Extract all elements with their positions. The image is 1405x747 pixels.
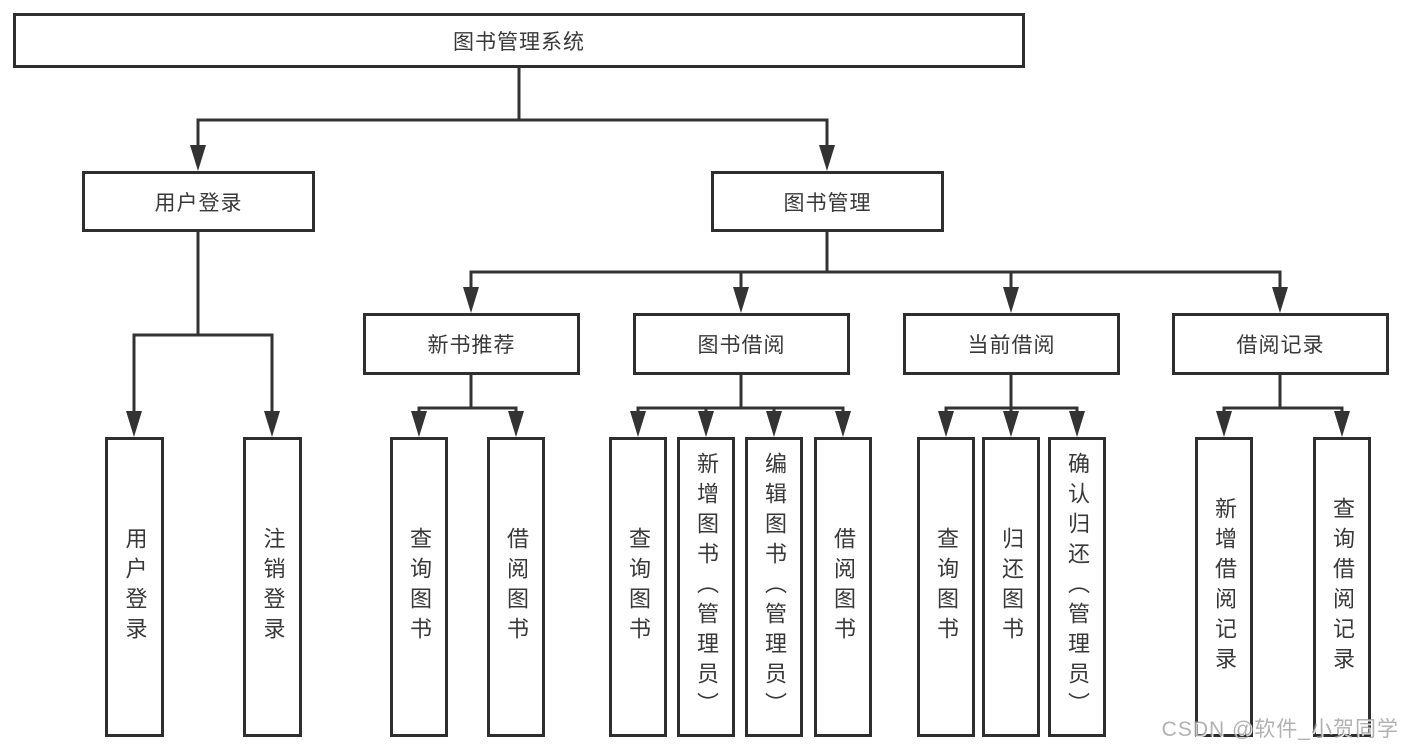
arrowhead-down-icon [1069,411,1085,437]
arrowhead-down-icon [190,145,206,171]
leaf-cb-return-book: 归还图书 [982,437,1040,737]
arrowhead-down-icon [733,287,749,313]
arrowhead-down-icon [1003,411,1019,437]
node-user-login: 用户登录 [82,171,315,232]
node-borrow-records: 借阅记录 [1172,313,1389,375]
node-book-management: 图书管理 [711,171,944,232]
leaf-label: 借阅图书 [831,527,856,647]
leaf-bb-borrow-book: 借阅图书 [814,437,872,737]
arrowhead-down-icon [1334,411,1350,437]
leaf-bb-query-book: 查询图书 [609,437,667,737]
arrowhead-down-icon [1216,411,1232,437]
leaf-cb-query-book: 查询图书 [917,437,975,737]
arrowhead-down-icon [264,411,280,437]
leaf-label: 新增借阅记录 [1212,497,1237,677]
leaf-br-query-record: 查询借阅记录 [1313,437,1371,737]
leaf-label: 用户登录 [122,527,148,647]
leaf-label: 查询图书 [934,527,959,647]
arrowhead-down-icon [766,411,782,437]
leaf-label: 注销登录 [260,527,286,647]
leaf-label: 查询图书 [407,527,432,647]
leaf-bb-edit-book-admin: 编辑图书（管理员） [745,437,803,737]
leaf-label: 确认归还（管理员） [1065,452,1090,722]
leaf-bb-add-book-admin: 新增图书（管理员） [677,437,735,737]
leaf-label: 编辑图书（管理员） [762,452,787,722]
arrowhead-down-icon [698,411,714,437]
arrowhead-down-icon [1272,287,1288,313]
node-current-borrow: 当前借阅 [903,313,1120,375]
leaf-nb-query-book: 查询图书 [390,437,448,737]
leaf-logout: 注销登录 [243,437,302,737]
node-root-library-system: 图书管理系统 [13,13,1025,68]
arrowhead-down-icon [411,411,427,437]
arrowhead-down-icon [463,287,479,313]
arrowhead-down-icon [938,411,954,437]
arrowhead-down-icon [835,411,851,437]
arrowhead-down-icon [126,411,142,437]
arrowhead-down-icon [630,411,646,437]
node-book-borrow: 图书借阅 [633,313,850,375]
leaf-br-add-record: 新增借阅记录 [1195,437,1253,737]
leaf-cb-confirm-return-admin: 确认归还（管理员） [1048,437,1106,737]
leaf-label: 新增图书（管理员） [694,452,719,722]
leaf-label: 查询借阅记录 [1330,497,1355,677]
leaf-user-login: 用户登录 [105,437,164,737]
leaf-label: 查询图书 [626,527,651,647]
arrowhead-down-icon [508,411,524,437]
arrowhead-down-icon [1003,287,1019,313]
leaf-label: 归还图书 [999,527,1024,647]
node-new-book-recommend: 新书推荐 [363,313,580,375]
leaf-label: 借阅图书 [504,527,529,647]
arrowhead-down-icon [819,145,835,171]
leaf-nb-borrow-book: 借阅图书 [487,437,545,737]
